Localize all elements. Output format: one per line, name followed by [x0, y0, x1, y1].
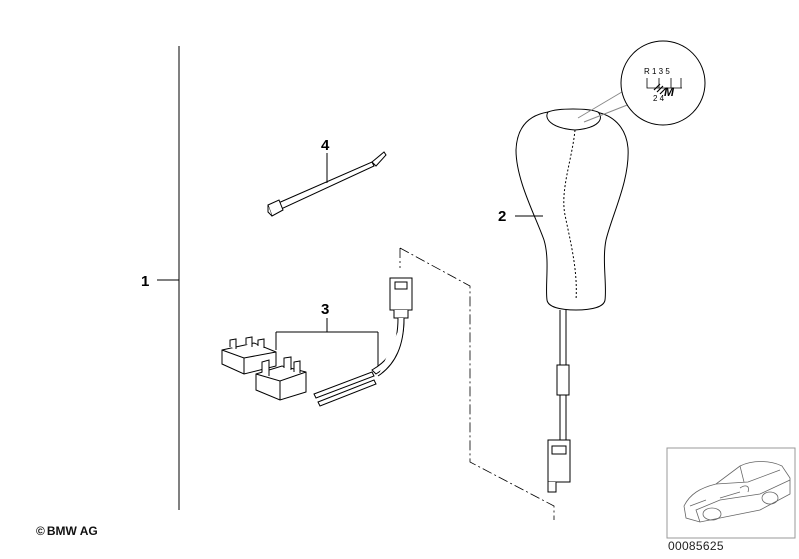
callout-4: 4 [321, 137, 330, 154]
callout-1: 1 [141, 273, 149, 290]
copyright-notice: ©BMW AG [36, 524, 98, 538]
shift-pattern-top: R 1 3 5 [644, 67, 670, 76]
gear-knob-illustration [515, 108, 629, 493]
cable-tie-illustration [267, 151, 387, 217]
connector-housing-illustration [221, 336, 377, 407]
callout-2: 2 [498, 208, 506, 225]
car-thumbnail-illustration [666, 447, 796, 539]
shift-pattern-bottom: 2 4 [653, 94, 665, 103]
alignment-line [399, 247, 555, 520]
m-badge: M [664, 85, 675, 99]
connector-plug-illustration [371, 277, 413, 377]
copyright-text: BMW AG [46, 524, 98, 538]
callout-3: 3 [321, 301, 329, 318]
shift-pattern-detail: R 1 3 5 2 4 M [577, 40, 706, 126]
leader-3 [275, 318, 379, 372]
diagram-id: 00085625 [668, 539, 724, 553]
copyright-icon: © [36, 524, 45, 538]
assembly-bracket [157, 46, 180, 510]
